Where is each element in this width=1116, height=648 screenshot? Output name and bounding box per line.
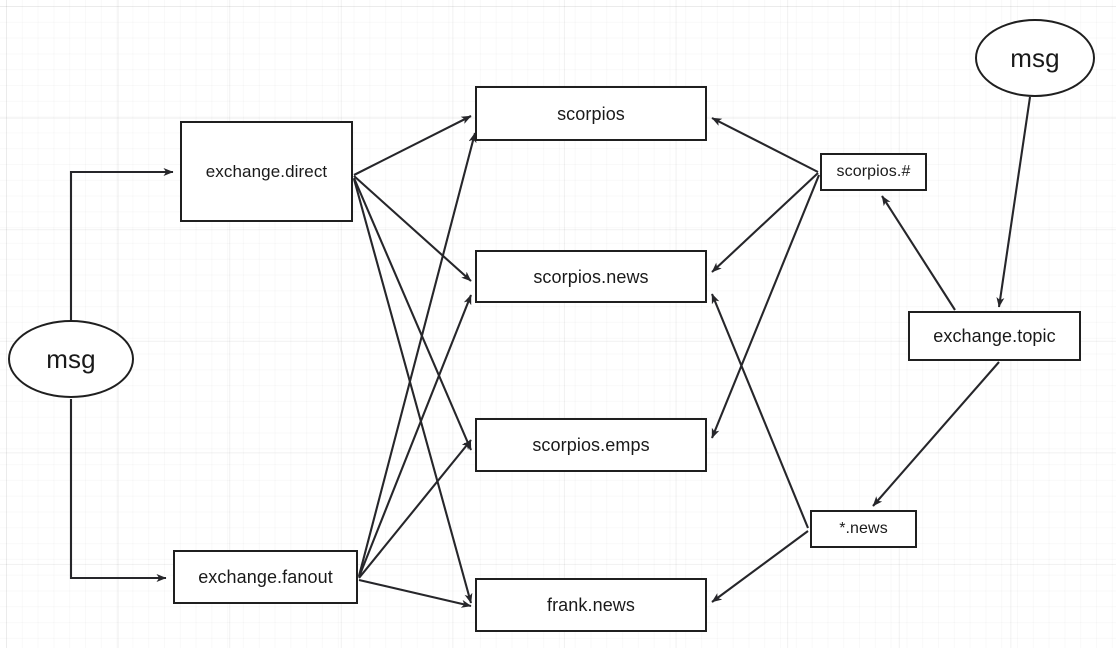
edge-scorpioshash-scorpiosnews: [711, 172, 819, 273]
edge-starnews-franknews: [711, 530, 809, 603]
node-exchange-fanout[interactable]: exchange.fanout: [173, 550, 358, 604]
edge-starnews-scorpiosnews: [711, 293, 809, 529]
edge-exchangefanout-scorpiosnews: [358, 294, 472, 578]
node-msg-right[interactable]: msg: [975, 19, 1095, 97]
node-label: scorpios.emps: [532, 435, 650, 455]
edge-scorpioshash-scorpiosemps: [711, 174, 820, 439]
node-routing-key-star-news[interactable]: *.news: [810, 510, 917, 548]
edge-exchangedirect-scorpiosnews: [353, 175, 472, 282]
node-label: scorpios.news: [533, 266, 649, 287]
edge-exchangefanout-scorpiosemps: [358, 439, 472, 579]
edge-exchangedirect-scorpiosemps: [353, 177, 472, 451]
node-label: *.news: [839, 520, 888, 537]
edge-msgright-exchangetopic: [996, 96, 1032, 308]
node-label: exchange.fanout: [198, 567, 333, 587]
node-queue-frank-news[interactable]: frank.news: [475, 578, 707, 632]
node-exchange-direct[interactable]: exchange.direct: [180, 121, 353, 222]
edge-msgleft-exchangefanout: [69, 399, 167, 582]
node-msg-left[interactable]: msg: [8, 320, 134, 398]
node-queue-scorpios-news[interactable]: scorpios.news: [475, 250, 707, 303]
node-queue-scorpios-emps[interactable]: scorpios.emps: [475, 418, 707, 472]
node-queue-scorpios[interactable]: scorpios: [475, 86, 707, 141]
node-label: scorpios.#: [836, 163, 911, 180]
node-label: frank.news: [546, 595, 636, 615]
edge-exchangefanout-franknews: [358, 578, 472, 608]
edge-exchangetopic-scorpioshash: [881, 195, 956, 311]
edge-scorpioshash-scorpios: [711, 117, 819, 173]
edge-exchangedirect-scorpios: [353, 115, 472, 176]
edge-exchangefanout-scorpios: [357, 132, 477, 577]
node-routing-key-scorpios-hash[interactable]: scorpios.#: [820, 153, 927, 191]
node-label: exchange.direct: [205, 162, 328, 181]
node-label: msg: [46, 344, 96, 374]
node-label: exchange.topic: [933, 326, 1056, 346]
node-label: scorpios: [557, 103, 625, 124]
node-label: msg: [1010, 43, 1060, 73]
node-exchange-topic[interactable]: exchange.topic: [908, 311, 1081, 361]
edge-exchangedirect-franknews: [352, 178, 473, 604]
edge-exchangetopic-starnews: [872, 361, 1000, 507]
edge-msgleft-exchangedirect: [69, 168, 174, 320]
